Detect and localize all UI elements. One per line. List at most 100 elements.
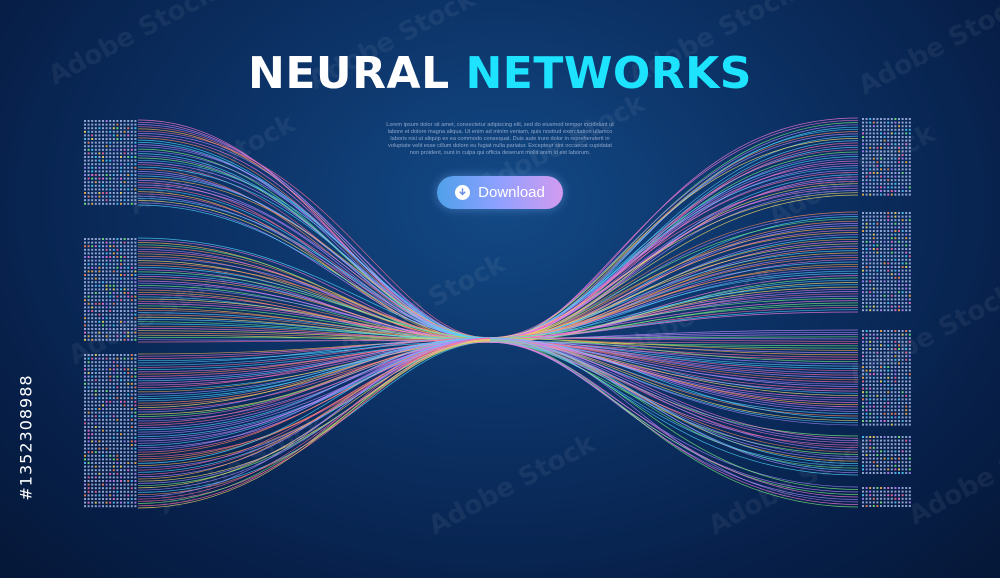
node-dot	[87, 418, 90, 421]
node-dot	[120, 134, 122, 137]
node-dot	[127, 505, 130, 508]
node-dot	[91, 148, 94, 151]
node-dot	[91, 324, 94, 327]
node-dot	[130, 306, 133, 309]
node-dot	[865, 305, 868, 308]
node-dot	[887, 494, 890, 497]
node-dot	[869, 380, 872, 383]
node-dot	[84, 472, 86, 475]
node-dot	[898, 309, 900, 312]
node-dot	[84, 295, 86, 298]
node-dot	[98, 440, 101, 443]
node-dot	[890, 472, 893, 474]
node-dot	[120, 490, 122, 493]
node-dot	[869, 373, 872, 376]
node-dot	[87, 177, 90, 180]
node-dot	[862, 337, 864, 340]
node-dot	[87, 292, 90, 294]
node-dot	[869, 443, 872, 446]
node-dot	[880, 262, 882, 265]
node-dot	[102, 429, 104, 432]
node-dot	[908, 380, 911, 383]
node-dot	[127, 462, 130, 464]
node-dot	[134, 306, 137, 309]
node-dot	[116, 447, 119, 450]
node-dot	[130, 188, 133, 191]
node-dot	[102, 145, 104, 148]
node-dot	[883, 362, 886, 365]
node-dot	[890, 497, 893, 500]
node-dot	[898, 258, 900, 261]
node-dot	[109, 313, 112, 316]
node-dot	[887, 193, 890, 196]
node-dot	[112, 238, 115, 240]
node-dot	[872, 164, 875, 167]
node-dot	[120, 288, 122, 291]
node-dot	[94, 188, 97, 191]
download-button[interactable]: Download	[437, 176, 563, 209]
node-dot	[887, 182, 890, 185]
node-dot	[862, 193, 864, 196]
node-dot	[862, 436, 864, 438]
node-dot	[116, 148, 119, 151]
node-dot	[908, 416, 911, 419]
node-dot	[905, 439, 908, 442]
node-dot	[865, 125, 868, 128]
node-dot	[890, 172, 893, 174]
node-dot	[876, 497, 879, 500]
node-dot	[112, 202, 115, 205]
node-dot	[98, 238, 101, 240]
node-dot	[116, 400, 119, 403]
node-dot	[876, 262, 879, 265]
node-dot	[872, 358, 875, 361]
node-dot	[898, 294, 900, 297]
node-dot	[120, 429, 122, 432]
node-dot	[876, 344, 879, 347]
fiber-line	[489, 298, 859, 339]
node-dot	[120, 295, 122, 298]
node-dot	[105, 202, 108, 205]
node-dot	[109, 166, 112, 169]
node-dot	[905, 302, 908, 304]
node-dot	[887, 291, 890, 294]
node-dot	[120, 400, 122, 403]
node-dot	[894, 405, 897, 408]
node-dot	[862, 472, 864, 474]
node-dot	[105, 397, 108, 400]
node-dot	[869, 248, 872, 250]
node-dot	[130, 192, 133, 194]
node-dot	[98, 248, 101, 251]
node-dot	[880, 446, 882, 449]
node-dot	[105, 274, 108, 276]
node-dot	[901, 190, 904, 192]
node-dot	[134, 202, 137, 205]
node-dot	[112, 400, 115, 403]
node-dot	[98, 320, 101, 323]
node-dot	[894, 436, 897, 438]
node-dot	[94, 382, 97, 385]
node-dot	[887, 230, 890, 232]
node-dot	[127, 313, 130, 316]
node-dot	[134, 274, 137, 276]
node-dot	[887, 233, 890, 236]
node-dot	[887, 222, 890, 225]
node-dot	[872, 226, 875, 229]
node-dot	[862, 369, 864, 372]
node-dot	[898, 248, 900, 250]
node-dot	[865, 230, 868, 232]
node-dot	[865, 233, 868, 236]
node-dot	[94, 429, 97, 432]
node-dot	[908, 412, 911, 415]
node-dot	[876, 230, 879, 232]
node-dot	[112, 458, 115, 461]
node-dot	[120, 156, 122, 158]
node-dot	[887, 457, 890, 460]
node-dot	[116, 494, 119, 497]
node-dot	[109, 138, 112, 140]
node-dot	[908, 273, 911, 276]
node-dot	[887, 362, 890, 365]
node-dot	[883, 258, 886, 261]
fiber-line	[137, 338, 491, 359]
node-dot	[112, 245, 115, 248]
node-dot	[862, 457, 864, 460]
